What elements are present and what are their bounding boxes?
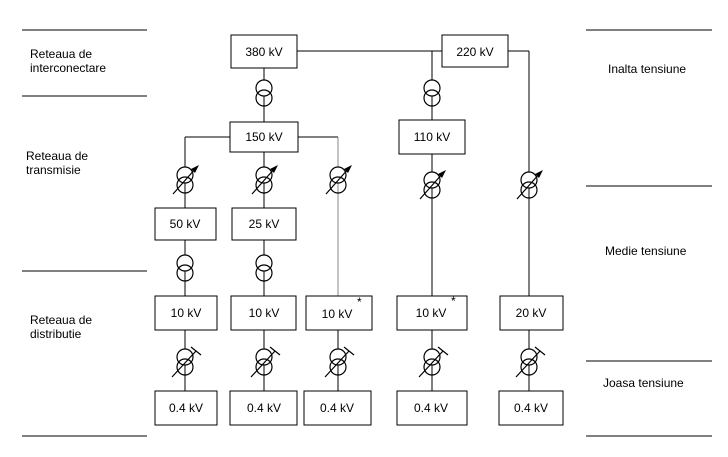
node-380kv: 380 kV [230, 34, 298, 69]
node-label: 10 kV [322, 307, 353, 321]
transformer-adjustable-icon [251, 164, 279, 195]
node-label: 380 kV [245, 45, 282, 59]
node-low-voltage: 0.4 kV [229, 390, 298, 426]
node-distribution-20kv: 20 kV [499, 295, 564, 331]
node-low-voltage: 0.4 kV [396, 390, 468, 426]
separator-lines [22, 29, 712, 437]
node-label: 110 kV [414, 130, 450, 144]
transformer-adjustable-icon [172, 164, 200, 195]
node-label: 0.4 kV [514, 401, 548, 415]
transformer-tap-icon [171, 346, 202, 378]
label-transmission-network: Reteaua de transmisie [26, 149, 88, 177]
footnote-mark: * [357, 295, 362, 309]
transformer-tap-icon [515, 346, 546, 378]
label-low-voltage: Joasa tensiune [603, 376, 684, 390]
label-interconnection-network: Reteaua de interconectare [30, 47, 106, 75]
node-label: 10 kV [249, 306, 280, 320]
node-label: 20 kV [516, 306, 547, 320]
transformer-adjustable-icon [419, 169, 447, 200]
node-distribution-10kv: 10 kV * [396, 294, 468, 331]
node-110kv: 110 kV [398, 119, 466, 155]
label-distribution-network: Reteaua de distributie [30, 313, 92, 341]
node-distribution-10kv: 10 kV [154, 295, 218, 331]
node-distribution-10kv: 10 kV * [305, 295, 373, 331]
node-label: 10 kV [416, 306, 447, 320]
footnote-mark: * [451, 294, 456, 308]
node-label: 0.4 kV [247, 401, 281, 415]
label-line-2: interconectare [30, 61, 107, 75]
node-50kv: 50 kV [154, 207, 217, 241]
label-high-voltage: Inalta tensiune [608, 62, 687, 76]
node-25kv: 25 kV [231, 207, 297, 241]
node-label: 150 kV [245, 130, 282, 144]
transformer-adjustable-icon [516, 169, 544, 200]
label-line-1: Reteaua de [26, 149, 89, 163]
transformer-tap-icon [418, 346, 449, 378]
node-distribution-10kv: 10 kV [230, 295, 297, 331]
label-line-2: distributie [30, 327, 82, 341]
node-label: 50 kV [170, 217, 201, 231]
node-label: 220 kV [456, 45, 493, 59]
transformer-tap-icon [250, 346, 281, 378]
label-line-1: Reteaua de [30, 47, 93, 61]
node-220kv: 220 kV [441, 34, 509, 68]
label-medium-voltage: Medie tensiune [605, 244, 687, 258]
transformer-adjustable-icon [325, 164, 353, 195]
node-label: 25 kV [249, 217, 280, 231]
node-label: 10 kV [171, 306, 202, 320]
node-label: 0.4 kV [169, 401, 203, 415]
node-label: 0.4 kV [320, 401, 354, 415]
node-low-voltage: 0.4 kV [154, 390, 218, 426]
node-low-voltage: 0.4 kV [303, 390, 372, 426]
label-line-1: Reteaua de [30, 313, 93, 327]
node-150kv: 150 kV [229, 121, 299, 153]
transformer-tap-icon [324, 346, 355, 378]
node-low-voltage: 0.4 kV [498, 390, 564, 426]
node-label: 0.4 kV [414, 401, 448, 415]
label-line-2: transmisie [26, 163, 81, 177]
